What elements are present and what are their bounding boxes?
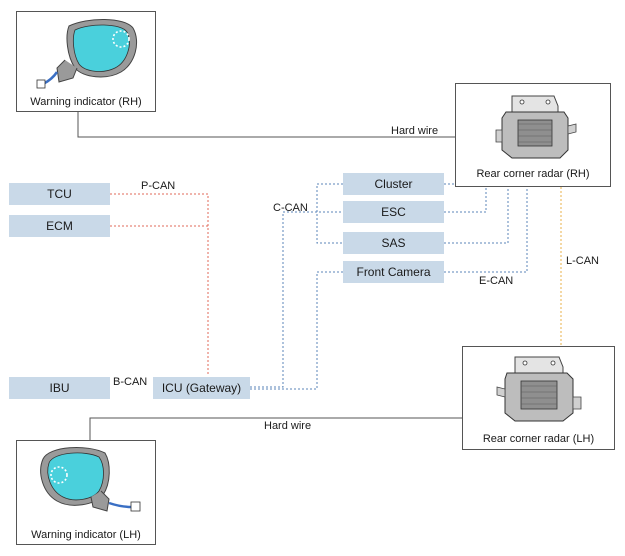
side-mirror-lh-icon	[40, 447, 141, 512]
radar-sensor-rh-icon	[495, 95, 577, 159]
rear-corner-radar-lh-caption: Rear corner radar (LH)	[482, 433, 595, 445]
p-can-bus	[110, 193, 209, 375]
tcu-module: TCU	[9, 183, 110, 205]
hard-wire-lh	[89, 417, 462, 440]
icu-gateway-module: ICU (Gateway)	[153, 377, 250, 399]
radar-sensor-lh-icon	[496, 356, 582, 422]
rear-corner-radar-rh-caption: Rear corner radar (RH)	[476, 168, 590, 180]
ecm-module: ECM	[9, 215, 110, 237]
warning-indicator-rh: Warning indicator (RH)	[16, 11, 156, 112]
front-camera-module: Front Camera	[343, 261, 444, 283]
warning-indicator-lh: Warning indicator (LH)	[16, 440, 156, 545]
cluster-module: Cluster	[343, 173, 444, 195]
hard-wire-rh	[77, 112, 455, 138]
rear-corner-radar-lh: Rear corner radar (LH)	[462, 346, 615, 450]
warning-indicator-rh-caption: Warning indicator (RH)	[30, 96, 142, 108]
b-can-label: B-CAN	[113, 376, 148, 388]
e-can-label: E-CAN	[479, 275, 514, 287]
side-mirror-rh-icon	[36, 19, 137, 89]
hard-wire-top-label: Hard wire	[391, 125, 439, 137]
hard-wire-bottom-label: Hard wire	[264, 420, 312, 432]
warning-indicator-lh-caption: Warning indicator (LH)	[31, 529, 141, 541]
l-can-label: L-CAN	[566, 255, 600, 267]
c-can-bus	[250, 183, 528, 390]
sas-module: SAS	[343, 232, 444, 254]
ibu-module: IBU	[9, 377, 110, 399]
rear-corner-radar-rh: Rear corner radar (RH)	[455, 83, 611, 187]
p-can-label: P-CAN	[141, 180, 176, 192]
c-can-label: C-CAN	[273, 202, 308, 214]
esc-module: ESC	[343, 201, 444, 223]
